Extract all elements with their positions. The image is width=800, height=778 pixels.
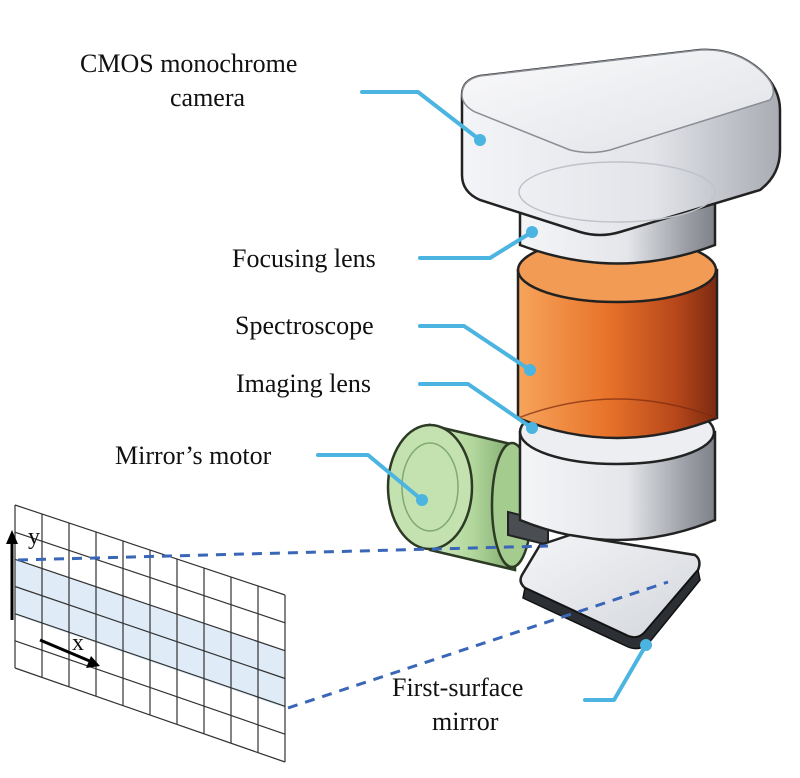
- leader-camera-dot: [474, 134, 486, 146]
- motor-shape: [386, 423, 549, 572]
- leader-lines: [316, 90, 652, 702]
- leader-focusing-lens-dot: [526, 226, 538, 238]
- spectroscope-body: [516, 236, 719, 440]
- leader-mirror-dot: [640, 639, 652, 651]
- axis-y: [6, 530, 18, 620]
- label-camera-line1: CMOS monochrome: [80, 49, 297, 78]
- grid-row-line: [14, 504, 286, 596]
- grid-row-line: [14, 558, 286, 652]
- beam-upper: [17, 544, 549, 562]
- grid-row-line: [14, 667, 286, 763]
- label-spectroscope: Spectroscope: [235, 311, 374, 340]
- leader-imaging-lens-dot: [526, 422, 538, 434]
- beam-lower: [287, 580, 669, 710]
- axis-x-label: x: [72, 630, 84, 656]
- label-mirror-line1: First-surface: [392, 673, 523, 702]
- scan-grid-lines: [14, 504, 286, 763]
- label-mirror-line2: mirror: [432, 707, 499, 736]
- label-mirror-motor: Mirror’s motor: [115, 441, 272, 470]
- axis-y-label: y: [28, 524, 40, 550]
- label-camera-line2: camera: [170, 83, 246, 112]
- axis-x: [39, 638, 100, 668]
- leader-mirror: [583, 643, 648, 702]
- grid-row-line: [14, 613, 286, 707]
- camera-body: [460, 48, 782, 237]
- scan-grid: [14, 504, 286, 763]
- leader-focusing-lens: [418, 230, 534, 260]
- grid-row-line: [14, 640, 286, 735]
- leader-spectroscope-dot: [524, 364, 536, 376]
- mirror-shape: [519, 533, 701, 650]
- label-imaging-lens: Imaging lens: [236, 369, 371, 398]
- label-focusing-lens: Focusing lens: [232, 244, 376, 273]
- grid-row-line: [14, 531, 286, 624]
- leader-motor-dot: [416, 494, 428, 506]
- grid-row-line: [14, 585, 286, 680]
- leader-motor: [316, 453, 424, 502]
- leader-spectroscope: [418, 324, 532, 372]
- leader-imaging-lens: [418, 382, 534, 430]
- leader-camera: [360, 90, 482, 142]
